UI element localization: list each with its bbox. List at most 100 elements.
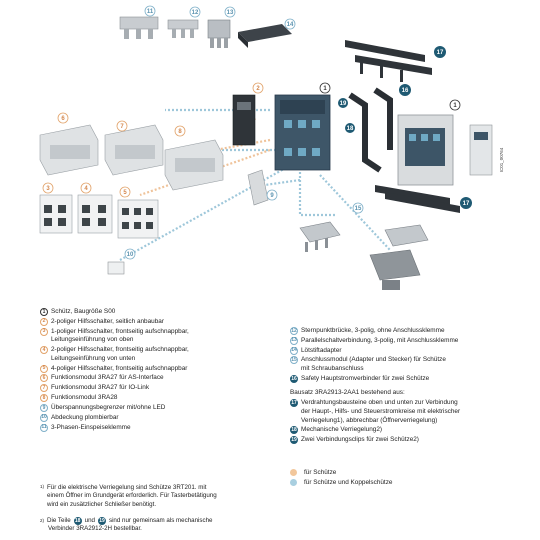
callout-1b-label: 1	[453, 103, 457, 109]
legend-item-text: Lötstiftadapter	[301, 346, 342, 354]
footnote-2-post: sind nur gemeinsam als mechanische	[108, 517, 213, 524]
legend-item-text: 3-Phasen-Einspeiseklemme	[51, 423, 131, 431]
callout-17-bottom-label: 17	[463, 201, 470, 207]
callout-9-label: 9	[270, 193, 274, 199]
legend-number-badge: 5	[40, 364, 48, 373]
blue-dot-icon	[290, 478, 297, 486]
callout-markers: 11 12 13 14 17 16 2 1 1 19 18 6 7 8 3 4 …	[42, 5, 472, 260]
component-diagram: 11 12 13 14 17 16 2 1 1 19 18 6 7 8 3 4 …	[39, 5, 504, 290]
callout-8	[174, 125, 186, 137]
legend-number-badge: 13	[290, 336, 298, 345]
key-blue: für Schütze und Koppelschütze	[290, 478, 525, 488]
legend-number-badge: 1	[40, 308, 48, 316]
callout-16-label: 16	[402, 88, 409, 94]
item-14-solder-adapter	[238, 24, 292, 48]
item-10-cover	[107, 261, 125, 275]
callout-11	[144, 5, 156, 17]
callout-1	[319, 82, 331, 94]
legend-item-text: 1-poliger Hilfsschalter, frontseitig auf…	[51, 327, 189, 344]
footnote-2-pre: Die Teile	[47, 517, 71, 524]
callout-15-label: 15	[355, 206, 362, 212]
legend-item-text: Zwei Verbindungsclips für zwei Schütze2)	[301, 436, 419, 444]
key-orange-label: für Schütze	[304, 468, 337, 476]
callout-5	[119, 186, 131, 198]
legend-number-badge: 10	[40, 413, 48, 422]
item-6-module	[39, 124, 99, 176]
callout-18-label: 18	[347, 126, 354, 132]
callout-7	[116, 120, 128, 132]
item-7-module	[104, 124, 164, 176]
legend-item-text: Mechanische Verriegelung2)	[301, 426, 382, 434]
callout-3	[42, 182, 54, 194]
callout-3-label: 3	[46, 186, 50, 192]
item-3-aux	[39, 194, 73, 234]
legend-item-text: 4-poliger Hilfsschalter, frontseitig auf…	[51, 364, 188, 372]
item-11-terminal	[119, 16, 159, 39]
legend-number-badge: 14	[290, 346, 298, 355]
footnote-2-ref-19: 19	[97, 517, 106, 526]
legend-number-badge: 18	[290, 426, 298, 435]
footnote-1-text: Für die elektrische Verriegelung sind Sc…	[47, 484, 217, 508]
legend-number-badge: 17	[290, 399, 298, 408]
item-15-connection-module	[299, 221, 429, 290]
callout-19	[338, 98, 348, 108]
callout-19-label: 19	[340, 101, 347, 107]
item-16-safety-connector	[348, 87, 393, 173]
item-1-contactor	[274, 94, 331, 171]
legend-item-text: 2-poliger Hilfsschalter, frontseitig auf…	[51, 346, 189, 362]
key-blue-label: für Schütze und Koppelschütze	[304, 478, 393, 486]
callout-11-label: 11	[147, 9, 154, 15]
color-key: für Schütze für Schütze und Koppelschütz…	[290, 468, 525, 488]
callout-17-top	[434, 46, 446, 58]
legend-number-badge: 16	[290, 374, 298, 383]
callout-4-label: 4	[84, 186, 88, 192]
item-13-parallel-link	[207, 19, 231, 48]
legend-item-text: Schütz, Baugröße S00	[51, 308, 116, 315]
legend-number-badge: 11	[40, 423, 48, 432]
legend-item-text: Funktionsmodul 3RA27 für AS-Interface	[51, 374, 164, 382]
item-5-aux	[117, 199, 159, 239]
legend-item-text: Verdrahtungsbausteine oben und unten zur…	[301, 399, 461, 424]
footnote-2-mark: 2)	[40, 518, 45, 524]
callout-9	[266, 189, 278, 201]
item-8-module	[164, 139, 224, 191]
callout-10	[124, 248, 136, 260]
callout-7-label: 7	[120, 124, 124, 130]
legend-number-badge: 8	[40, 394, 48, 403]
callout-2-label: 2	[256, 86, 260, 92]
item-2-side-aux-switch	[232, 94, 256, 146]
callout-12-label: 12	[192, 10, 199, 16]
item-9-surge-suppressor	[247, 169, 269, 206]
item-4-aux	[77, 194, 113, 234]
legend-item-text: Anschlussmodul (Adapter und Stecker) für…	[301, 356, 446, 373]
legend-item-text: Abdeckung plombierbar	[51, 413, 119, 421]
legend-number-badge: 7	[40, 384, 48, 393]
callout-1b	[449, 99, 461, 111]
legend-number-badge: 9	[40, 403, 48, 412]
legend-item-text: Funktionsmodul 3RA27 für IO-Link	[51, 384, 150, 392]
callout-2	[252, 82, 264, 94]
legend-item-text: 2-poliger Hilfsschalter, seitlich anbaub…	[51, 317, 164, 325]
key-orange: für Schütze	[290, 468, 525, 478]
callout-18	[345, 123, 355, 133]
footnote-1: 1) Für die elektrische Verriegelung sind…	[40, 484, 290, 509]
footnote-2-und: und	[84, 517, 95, 524]
callout-6-label: 6	[61, 116, 65, 122]
legend-number-badge: 2	[40, 317, 48, 326]
legend-item-text: Überspannungsbegrenzer mit/ohne LED	[51, 403, 166, 411]
orange-dot-icon	[290, 468, 297, 476]
